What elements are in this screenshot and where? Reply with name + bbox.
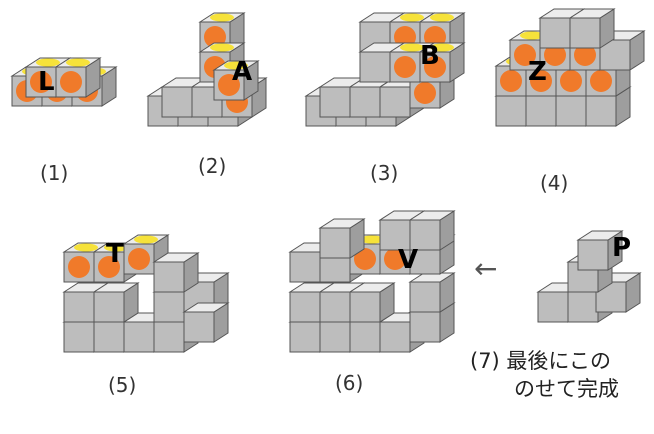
cube-front-face (569, 17, 601, 49)
cube-front-face (289, 321, 321, 353)
piece-letter-layer: L A B Z T V P (38, 41, 631, 275)
piece-letter-b: B (420, 41, 440, 71)
step-number-2: (2) (198, 154, 226, 178)
step-number-5: (5) (108, 373, 136, 397)
cube-front-face (153, 321, 185, 353)
cube-front-face (537, 291, 569, 323)
step-number-4: (4) (540, 171, 568, 195)
piece-top-paint (360, 235, 384, 244)
piece-front-paint (574, 44, 596, 66)
piece-top-paint (104, 243, 128, 252)
piece-front-paint (500, 70, 522, 92)
piece-front-paint (530, 70, 552, 92)
step-number-layer: (1) (2) (3) (4) (5) (6) (40, 154, 568, 397)
piece-front-paint (544, 44, 566, 66)
piece-top-paint (430, 43, 454, 52)
cube-front-face (525, 95, 557, 127)
piece-front-paint (514, 44, 536, 66)
step-number-3: (3) (370, 161, 398, 185)
piece-front-paint (354, 248, 376, 270)
piece-front-paint (384, 248, 406, 270)
cube-front-face (359, 51, 391, 83)
cube-top-face (408, 272, 456, 283)
piece-top-paint (224, 61, 248, 70)
piece-top-paint (36, 58, 60, 67)
cube-front-face (555, 95, 587, 127)
piece-letter-t: T (106, 239, 124, 269)
cube-front-face (567, 291, 599, 323)
piece-front-paint (394, 56, 416, 78)
cube-top-face (568, 8, 616, 19)
piece-front-paint (590, 70, 612, 92)
cube-front-face (63, 321, 95, 353)
final-step-caption-line2: のせて完成 (514, 377, 619, 401)
cube-top-face (182, 302, 230, 313)
piece-front-paint (68, 256, 90, 278)
cube-front-face (319, 291, 351, 323)
cube-front-face (495, 95, 527, 127)
piece-front-paint (30, 71, 52, 93)
cube-front-face (153, 291, 185, 323)
piece-top-paint (210, 13, 234, 22)
piece-front-paint (414, 82, 436, 104)
cube-front-face (183, 311, 215, 343)
cube-front-face (409, 311, 441, 343)
cube-top-face (152, 252, 200, 263)
piece-top-paint (66, 58, 90, 67)
cube-front-face (319, 321, 351, 353)
cube-front-face (93, 321, 125, 353)
cube-front-face (349, 321, 381, 353)
cube-front-face (123, 321, 155, 353)
final-step-caption-line1: (7) 最後にこの (470, 349, 612, 373)
cube-front-face (349, 291, 381, 323)
arrow-left-icon: ← (474, 252, 497, 285)
piece-letter-z: Z (528, 57, 547, 87)
piece-front-paint (60, 71, 82, 93)
cube-top-face (318, 218, 366, 229)
cube-top-face (92, 282, 140, 293)
piece-top-paint (74, 243, 98, 252)
cube-front-face (319, 86, 351, 118)
cube-top-face (348, 282, 396, 293)
piece-letter-l: L (38, 67, 55, 97)
cube-front-face (577, 239, 609, 271)
piece-top-paint (400, 43, 424, 52)
cube-front-face (161, 86, 193, 118)
cube-front-face (289, 291, 321, 323)
step-number-6: (6) (335, 371, 363, 395)
cube-layer (10, 8, 646, 353)
cube-front-face (289, 251, 321, 283)
cube-front-face (319, 227, 351, 259)
piece-front-paint (218, 74, 240, 96)
piece-front-paint (424, 56, 446, 78)
piece-letter-p: P (612, 233, 631, 263)
cube-front-face (349, 86, 381, 118)
cube-front-face (409, 281, 441, 313)
cube-front-face (585, 95, 617, 127)
final-step-caption: (7) 最後にこの のせて完成 (470, 347, 654, 403)
piece-front-paint (560, 70, 582, 92)
cube-top-face (576, 230, 624, 241)
cube-front-face (153, 261, 185, 293)
cube-front-face (63, 291, 95, 323)
piece-top-paint (520, 31, 544, 40)
step-number-1: (1) (40, 161, 68, 185)
cube-front-face (379, 321, 411, 353)
piece-front-paint (98, 256, 120, 278)
cube-front-face (93, 291, 125, 323)
piece-top-paint (134, 235, 158, 244)
cube-top-face (408, 210, 456, 221)
piece-top-paint (430, 13, 454, 22)
piece-letter-v: V (398, 245, 418, 275)
piece-top-paint (400, 13, 424, 22)
cube-front-face (379, 86, 411, 118)
piece-letter-a: A (232, 57, 252, 87)
piece-top-paint (210, 43, 234, 52)
piece-front-paint (128, 248, 150, 270)
cube-front-face (539, 17, 571, 49)
